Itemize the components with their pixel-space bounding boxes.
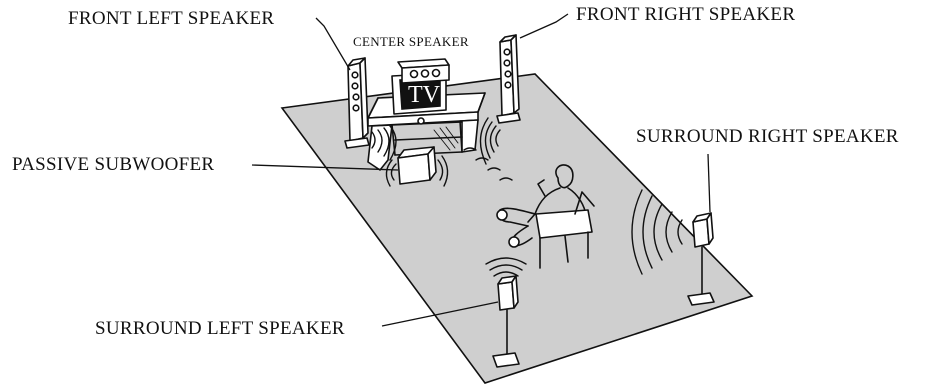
surround-left-speaker-label: SURROUND LEFT SPEAKER bbox=[95, 318, 345, 340]
passive-subwoofer bbox=[398, 147, 436, 184]
tv-label: TV bbox=[408, 82, 441, 108]
center-speaker bbox=[398, 59, 449, 83]
front-left-speaker-label: FRONT LEFT SPEAKER bbox=[68, 8, 274, 30]
passive-subwoofer-label: PASSIVE SUBWOOFER bbox=[12, 154, 214, 176]
surround-right-speaker-label: SURROUND RIGHT SPEAKER bbox=[636, 126, 899, 148]
center-speaker-label: CENTER SPEAKER bbox=[353, 34, 469, 50]
front-right-speaker-label: FRONT RIGHT SPEAKER bbox=[576, 4, 795, 26]
